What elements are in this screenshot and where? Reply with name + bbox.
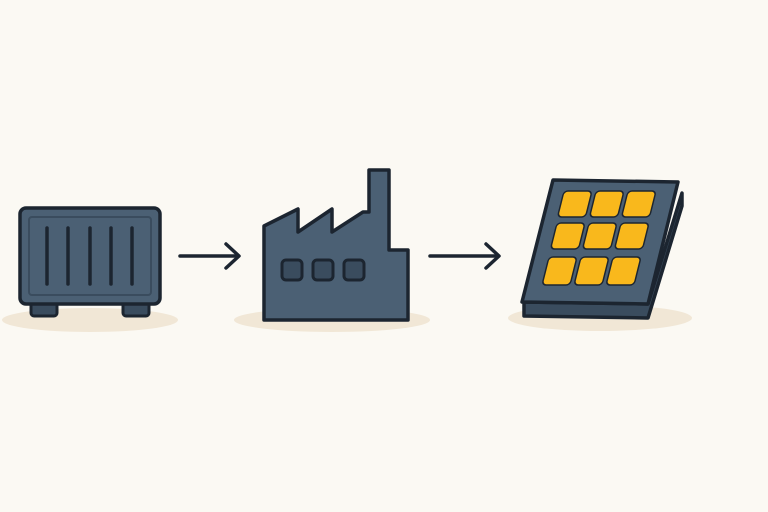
factory-window-1 [280, 258, 304, 282]
container-shadow [2, 308, 178, 332]
solar-panel-icon [520, 178, 684, 320]
factory-window-3 [342, 258, 366, 282]
arrow-right-icon [428, 242, 501, 270]
solar-cells [542, 190, 656, 286]
container-icon [18, 206, 162, 318]
factory-window-2 [311, 258, 335, 282]
container-inner [28, 216, 152, 296]
arrow-right-icon [178, 242, 241, 270]
factory-icon [262, 168, 410, 322]
factory-body [262, 168, 410, 322]
container-ribs [45, 226, 134, 286]
